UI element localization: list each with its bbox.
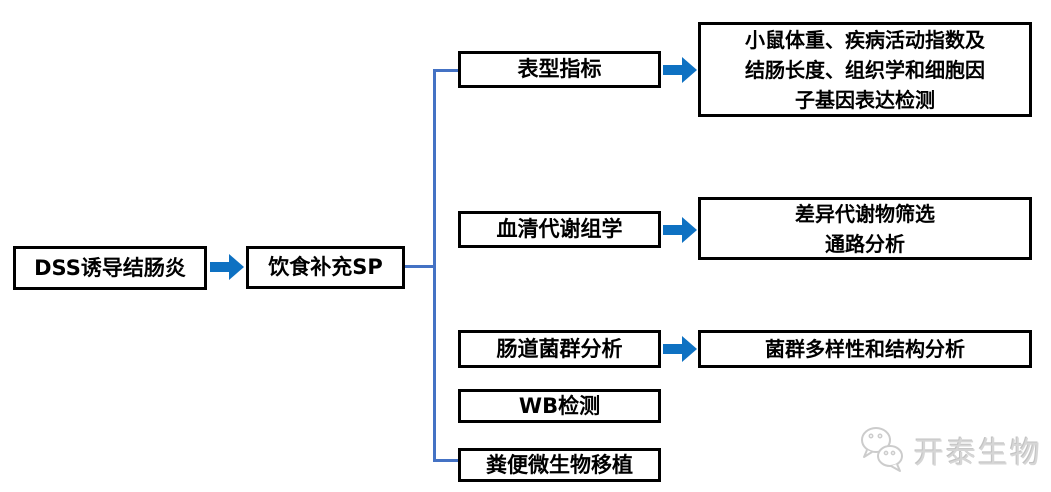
right-arrow-icon [663, 217, 697, 243]
node-wb-assay: WB检测 [458, 389, 661, 423]
connector-line [433, 69, 436, 462]
node-dss-colitis: DSS诱导结肠炎 [13, 246, 207, 290]
right-arrow-icon [663, 57, 697, 83]
watermark: 开泰生物 [858, 420, 1048, 480]
watermark-text: 开泰生物 [914, 436, 1042, 471]
node-phenotype-indicators: 表型指标 [458, 51, 661, 88]
connector-line [433, 69, 458, 72]
outcome-metabolite-screening: 差异代谢物筛选 通路分析 [698, 197, 1032, 260]
right-arrow-icon [210, 254, 244, 280]
outcome-phenotype-measurements: 小鼠体重、疾病活动指数及 结肠长度、组织学和细胞因 子基因表达检测 [698, 22, 1032, 117]
right-arrow-icon [663, 336, 697, 362]
node-diet-supplement-sp: 饮食补充SP [246, 246, 405, 289]
node-gut-microbiota-analysis: 肠道菌群分析 [458, 330, 661, 368]
connector-line [405, 265, 436, 268]
connector-line [433, 459, 458, 462]
node-fecal-microbiota-transplant: 粪便微生物移植 [458, 448, 661, 482]
wechat-icon [861, 427, 903, 472]
outcome-microbiota-diversity: 菌群多样性和结构分析 [698, 330, 1032, 368]
node-serum-metabolomics: 血清代谢组学 [458, 211, 661, 248]
